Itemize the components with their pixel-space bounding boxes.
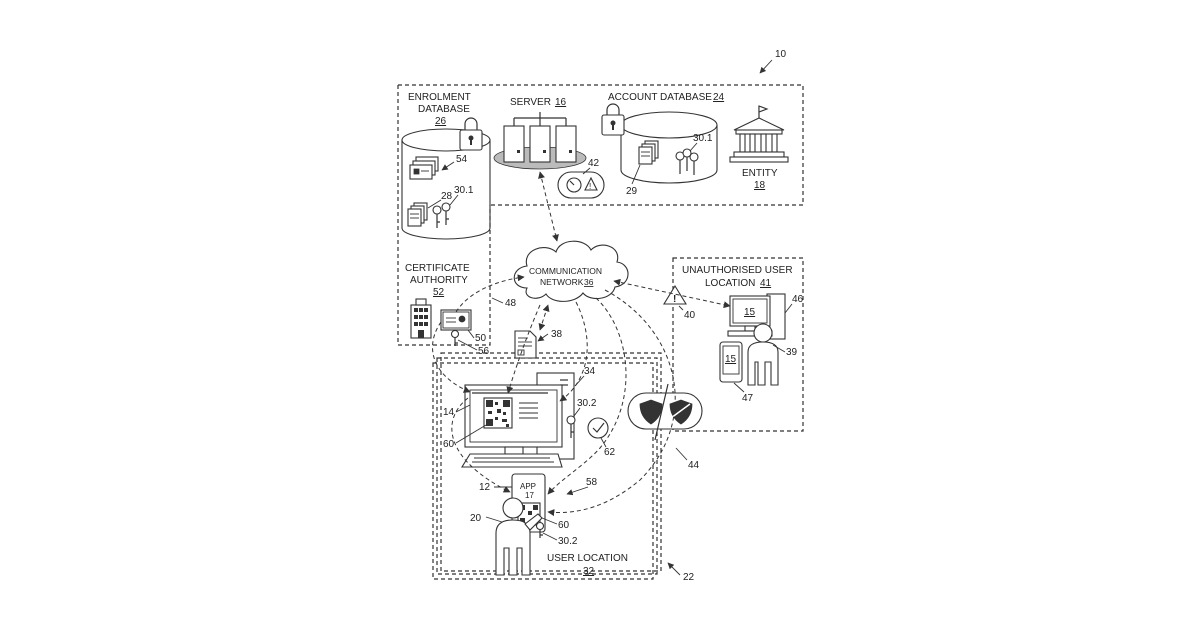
svg-text:48: 48 bbox=[505, 298, 517, 309]
svg-text:41: 41 bbox=[760, 278, 772, 289]
shield-icon bbox=[628, 384, 702, 440]
lock-icon bbox=[602, 104, 624, 135]
unauthorised-phone-icon: 15 bbox=[720, 342, 742, 382]
svg-text:42: 42 bbox=[588, 158, 600, 169]
svg-text:ENROLMENT: ENROLMENT bbox=[408, 92, 471, 103]
svg-text:20: 20 bbox=[470, 513, 482, 524]
svg-text:44: 44 bbox=[688, 460, 700, 471]
enrolment-database: ENROLMENT DATABASE 26 54 bbox=[402, 92, 490, 239]
account-database: ACCOUNT DATABASE 24 29 30.1 bbox=[602, 92, 725, 197]
server-network-link bbox=[540, 172, 557, 241]
svg-text:34: 34 bbox=[584, 366, 596, 377]
svg-text:15: 15 bbox=[744, 307, 756, 318]
svg-text:17: 17 bbox=[525, 491, 534, 500]
svg-text:62: 62 bbox=[604, 447, 616, 458]
communication-network-cloud: COMMUNICATION NETWORK 36 bbox=[514, 241, 628, 301]
svg-text:30.1: 30.1 bbox=[454, 185, 474, 196]
user-computer-icon bbox=[462, 373, 574, 467]
document-stack-icon bbox=[639, 141, 658, 164]
svg-text:USER LOCATION: USER LOCATION bbox=[547, 553, 628, 564]
svg-text:29: 29 bbox=[626, 186, 638, 197]
svg-text:22: 22 bbox=[683, 572, 695, 583]
svg-text:58: 58 bbox=[586, 477, 598, 488]
document-stack-icon bbox=[408, 203, 427, 226]
office-building-icon bbox=[411, 299, 431, 338]
building-icon bbox=[730, 106, 788, 162]
svg-text:50: 50 bbox=[475, 333, 487, 344]
svg-text:18: 18 bbox=[754, 180, 766, 191]
monitor-alert-icon: ! bbox=[558, 172, 604, 198]
svg-text:46: 46 bbox=[792, 294, 804, 305]
svg-text:LOCATION: LOCATION bbox=[705, 278, 755, 289]
svg-text:12: 12 bbox=[479, 482, 491, 493]
svg-text:14: 14 bbox=[443, 407, 455, 418]
svg-text:24: 24 bbox=[713, 92, 725, 103]
svg-text:30.2: 30.2 bbox=[558, 536, 578, 547]
svg-text:!: ! bbox=[673, 294, 676, 305]
svg-text:10: 10 bbox=[775, 49, 787, 60]
server: SERVER 16 ! 42 bbox=[494, 97, 604, 198]
svg-text:16: 16 bbox=[555, 97, 567, 108]
svg-text:26: 26 bbox=[435, 116, 447, 127]
key-icon bbox=[452, 331, 459, 347]
svg-text:60: 60 bbox=[558, 520, 570, 531]
lock-icon bbox=[460, 118, 482, 150]
svg-text:30.1: 30.1 bbox=[693, 133, 713, 144]
document-icon bbox=[515, 331, 536, 358]
svg-text:NETWORK: NETWORK bbox=[540, 277, 584, 287]
svg-text:SERVER: SERVER bbox=[510, 97, 551, 108]
check-icon bbox=[588, 418, 608, 438]
entity: ENTITY 18 bbox=[730, 106, 788, 191]
svg-text:COMMUNICATION: COMMUNICATION bbox=[529, 266, 602, 276]
svg-text:28: 28 bbox=[441, 191, 453, 202]
svg-text:DATABASE: DATABASE bbox=[418, 104, 470, 115]
svg-text:ENTITY: ENTITY bbox=[742, 168, 778, 179]
svg-text:36: 36 bbox=[584, 277, 594, 287]
svg-text:56: 56 bbox=[478, 346, 490, 357]
svg-text:!: ! bbox=[589, 182, 591, 191]
svg-text:CERTIFICATE: CERTIFICATE bbox=[405, 263, 470, 274]
server-rack-icon bbox=[504, 126, 524, 162]
svg-text:APP: APP bbox=[520, 482, 536, 491]
svg-text:32: 32 bbox=[583, 566, 595, 577]
svg-text:38: 38 bbox=[551, 329, 563, 340]
svg-text:ACCOUNT DATABASE: ACCOUNT DATABASE bbox=[608, 92, 712, 103]
figure-ref: 10 bbox=[760, 49, 787, 73]
svg-text:40: 40 bbox=[684, 310, 696, 321]
svg-text:52: 52 bbox=[433, 287, 445, 298]
svg-text:UNAUTHORISED USER: UNAUTHORISED USER bbox=[682, 265, 793, 276]
svg-text:39: 39 bbox=[786, 347, 798, 358]
network-document-link bbox=[540, 305, 548, 330]
svg-text:15: 15 bbox=[725, 354, 737, 365]
qr-code-icon bbox=[484, 398, 512, 428]
svg-text:AUTHORITY: AUTHORITY bbox=[410, 275, 468, 286]
svg-text:30.2: 30.2 bbox=[577, 398, 597, 409]
certificate-icon bbox=[441, 310, 471, 330]
svg-text:54: 54 bbox=[456, 154, 468, 165]
svg-text:60: 60 bbox=[443, 439, 455, 450]
svg-text:47: 47 bbox=[742, 393, 754, 404]
